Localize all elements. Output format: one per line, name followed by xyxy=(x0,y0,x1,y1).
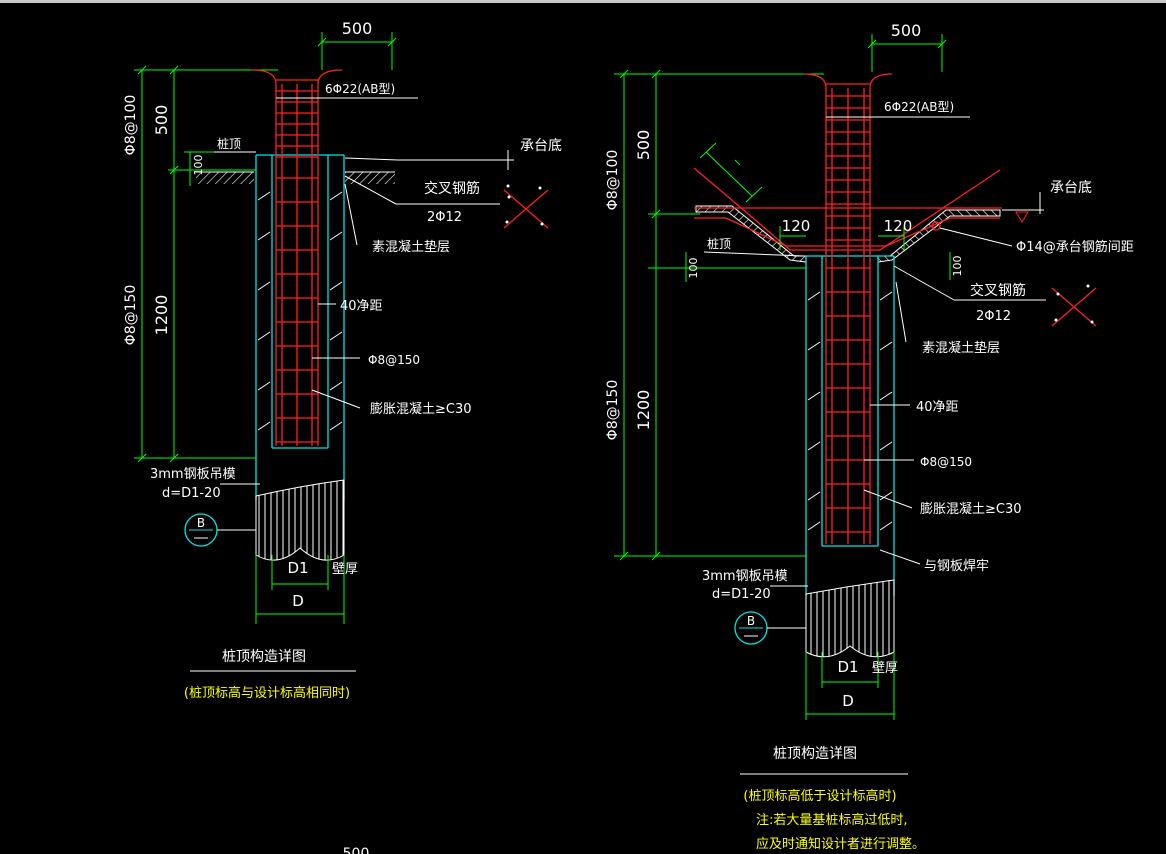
left-dim-top-label: 500 xyxy=(152,105,171,136)
left-formwork-d-label: d=D1-20 xyxy=(162,486,221,501)
left-subtitle: (桩顶标高与设计标高相同时) xyxy=(184,685,350,701)
left-bottom-dims xyxy=(255,555,345,624)
left-main-bar-label: 6Φ22(AB型) xyxy=(325,82,395,96)
left-cross-bar-spec-label: 2Φ12 xyxy=(427,210,462,225)
right-dim-mid-label: 1200 xyxy=(634,390,653,431)
right-weld-label: 与钢板焊牢 xyxy=(924,558,989,574)
right-dim-small-label-2: 100 xyxy=(951,256,964,277)
left-stirrup-top-label: Φ8@100 xyxy=(123,95,139,156)
left-cross-bar-label: 交叉钢筋 xyxy=(424,180,480,197)
left-vertical-dims xyxy=(134,65,278,463)
left-title: 桩顶构造详图 xyxy=(222,648,306,665)
right-main-bar-label: 6Φ22(AB型) xyxy=(884,100,954,114)
left-cap-slab-left xyxy=(196,172,254,184)
left-stirrups xyxy=(276,79,318,443)
left-tie-label: Φ8@150 xyxy=(368,353,420,367)
right-detail: 500 Φ8@100 500 Φ8@150 1200 100 100 xyxy=(605,21,1134,852)
right-cross-bar-spec-label: 2Φ12 xyxy=(976,309,1011,324)
left-pile-shaft xyxy=(255,479,345,561)
right-dim-small-label: 100 xyxy=(687,258,700,279)
left-dim-width xyxy=(317,32,397,70)
right-stirrup-top-label: Φ8@100 xyxy=(605,150,621,211)
right-wall-label: 壁厚 xyxy=(872,661,898,676)
left-wall-label: 壁厚 xyxy=(332,562,358,577)
left-dim-width-label: 500 xyxy=(342,19,373,38)
left-pile-wall-hatch xyxy=(257,191,343,431)
right-pile-wall-hatch xyxy=(807,291,893,531)
right-dim-width xyxy=(867,34,947,72)
right-cross-bar-label: 交叉钢筋 xyxy=(970,282,1026,299)
right-side-dims xyxy=(779,226,905,250)
right-section-mark xyxy=(734,611,806,645)
right-cap-rebar-dot xyxy=(931,221,941,231)
right-dim-width-label: 500 xyxy=(891,21,922,40)
left-d-label: D xyxy=(292,592,304,610)
left-d1-label: D1 xyxy=(287,559,308,577)
right-d1-label: D1 xyxy=(837,658,858,676)
right-dim-side-left-label: 120 xyxy=(782,217,811,235)
right-d-label: D xyxy=(842,692,854,710)
right-pile-shell xyxy=(805,255,895,596)
left-pile-shell xyxy=(255,154,345,500)
right-cap-rebar-label: Φ14@承台钢筋间距 xyxy=(1016,239,1134,255)
right-section-mark-label: B xyxy=(747,614,755,628)
right-formwork-label: 3mm钢板吊模 xyxy=(702,569,788,584)
right-formwork-d-label: d=D1-20 xyxy=(712,587,771,602)
right-clear-cover-label: 40净距 xyxy=(916,400,959,415)
right-stirrups xyxy=(826,83,870,533)
left-section-mark-label: B xyxy=(197,516,205,530)
left-formwork-label: 3mm钢板吊模 xyxy=(150,467,236,482)
right-pile-top-label: 桩顶 xyxy=(707,236,731,251)
right-cap-bottom-label: 承台底 xyxy=(1050,180,1092,196)
right-bottom-dims xyxy=(805,652,895,720)
canvas-top-border xyxy=(0,0,1166,3)
right-note-1: 注:若大量基桩标高过低时, xyxy=(756,812,908,828)
right-stirrup-mid-label: Φ8@150 xyxy=(605,380,621,441)
right-cushion-label: 素混凝土垫层 xyxy=(922,340,1000,356)
bottom-cut-off-dimension: 500 xyxy=(343,846,370,854)
right-vertical-dims xyxy=(614,69,951,561)
right-dim-top-label: 500 xyxy=(634,130,653,161)
left-concrete-label: 膨胀混凝土≥C30 xyxy=(370,401,472,417)
left-dim-mid-label: 1200 xyxy=(152,295,171,336)
right-pile-shaft xyxy=(805,579,895,658)
left-cushion-label: 素混凝土垫层 xyxy=(372,239,450,255)
left-cap-bottom-label: 承台底 xyxy=(520,138,562,154)
left-detail: 500 Φ8@100 500 Φ8@150 1200 100 xyxy=(123,19,562,701)
right-slope-dim xyxy=(699,142,763,203)
right-tie-label: Φ8@150 xyxy=(920,455,972,469)
left-cap-slab-right xyxy=(345,172,395,184)
right-concrete-label: 膨胀混凝土≥C30 xyxy=(920,501,1022,517)
left-dim-small-label: 100 xyxy=(192,155,205,176)
right-dim-side-right-label: 120 xyxy=(884,217,913,235)
left-cross-bar-symbol xyxy=(503,189,549,229)
right-subtitle: (桩顶标高低于设计标高时) xyxy=(743,788,896,804)
left-section-mark xyxy=(184,513,256,547)
left-pile-top-label: 桩顶 xyxy=(217,136,241,151)
left-stirrup-mid-label: Φ8@150 xyxy=(123,285,139,346)
left-clear-cover-label: 40净距 xyxy=(340,299,383,314)
right-title: 桩顶构造详图 xyxy=(773,745,857,762)
left-rebar-cage xyxy=(251,69,343,446)
right-note-2: 应及时通知设计者进行调整。 xyxy=(756,836,925,852)
